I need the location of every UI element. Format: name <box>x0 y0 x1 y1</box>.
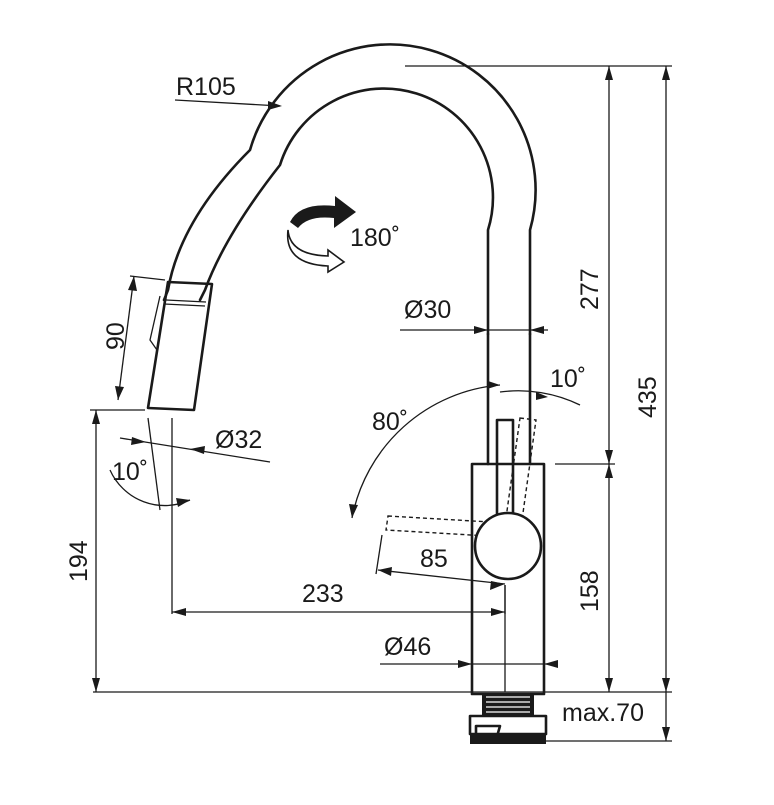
radius-label: R105 <box>176 73 236 101</box>
spout-outer <box>162 43 537 336</box>
sprayhead-diameter-label: Ø32 <box>215 426 262 454</box>
handle-angle-small-label: 10˚ <box>550 365 586 393</box>
rotation-arrow-icon <box>286 196 356 274</box>
handle-angle-large-label: 80˚ <box>372 408 408 436</box>
max-thickness-label: max.70 <box>562 699 644 727</box>
extension-lines <box>90 65 672 742</box>
sprayhead-tilt-label: 10˚ <box>112 458 148 486</box>
rotation-label: 180˚ <box>350 224 400 252</box>
faucet-body <box>146 43 548 744</box>
base-diameter-label: Ø46 <box>384 633 431 661</box>
spout-diameter-label: Ø30 <box>404 296 451 324</box>
spout-height-label: 194 <box>65 540 93 582</box>
reach-label: 233 <box>302 580 344 608</box>
handle-knob <box>473 511 543 581</box>
mounting-hardware <box>468 694 548 744</box>
spray-head <box>146 280 214 412</box>
handle-tilted-dashed <box>505 417 537 521</box>
upper-height-label: 277 <box>576 268 604 310</box>
spout-inner <box>198 87 495 336</box>
handle-upright <box>495 418 515 522</box>
handle-forward-dashed <box>385 515 491 537</box>
pullout-length-label: 90 <box>102 322 130 350</box>
handle-length-label: 85 <box>420 545 448 573</box>
dimension-lines <box>92 66 670 741</box>
total-height-label: 435 <box>634 376 662 418</box>
body-height-label: 158 <box>576 570 604 612</box>
